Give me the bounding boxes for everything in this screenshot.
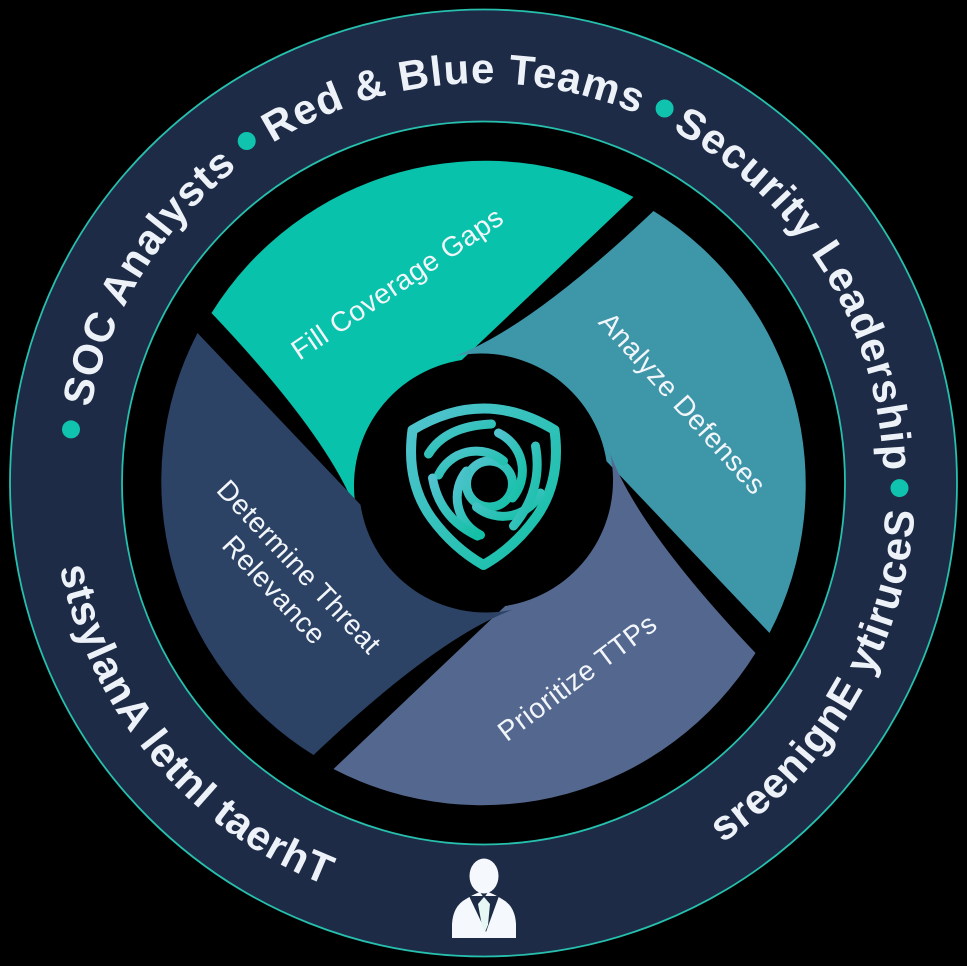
swirl-center-ring: [462, 456, 517, 512]
shield-outline: [406, 403, 561, 570]
separator-dot: [237, 132, 256, 150]
swirl-outer-sweep: [424, 419, 496, 459]
segment-analyze-defenses: [454, 211, 806, 633]
outer-ring: SOC Analysts Red & Blue Teams Security L…: [9, 8, 958, 958]
swirl-outer-sweep: [509, 441, 542, 531]
person-icon: [452, 858, 516, 938]
swirl-vortex: [424, 419, 545, 541]
swirl-arm: [494, 428, 527, 503]
segment-determine-threat-relevance: [161, 333, 513, 755]
person-head: [469, 858, 499, 894]
segment-prioritize-ttps: [333, 453, 756, 806]
swirl-arm: [472, 488, 545, 521]
pinwheel: [161, 160, 806, 806]
person-tie: [478, 897, 490, 932]
separator-dot: [62, 420, 80, 439]
outer-ring-inner-border: [121, 120, 846, 846]
swirl-outer-sweep: [428, 473, 482, 541]
segment-fill-coverage-gaps: [211, 160, 634, 513]
separator-dot: [655, 99, 674, 118]
swirl-arm: [434, 446, 508, 480]
shield-swirl-logo-icon: [406, 403, 561, 570]
outer-ring-outer-border: [9, 8, 958, 958]
separator-dot: [890, 479, 909, 498]
